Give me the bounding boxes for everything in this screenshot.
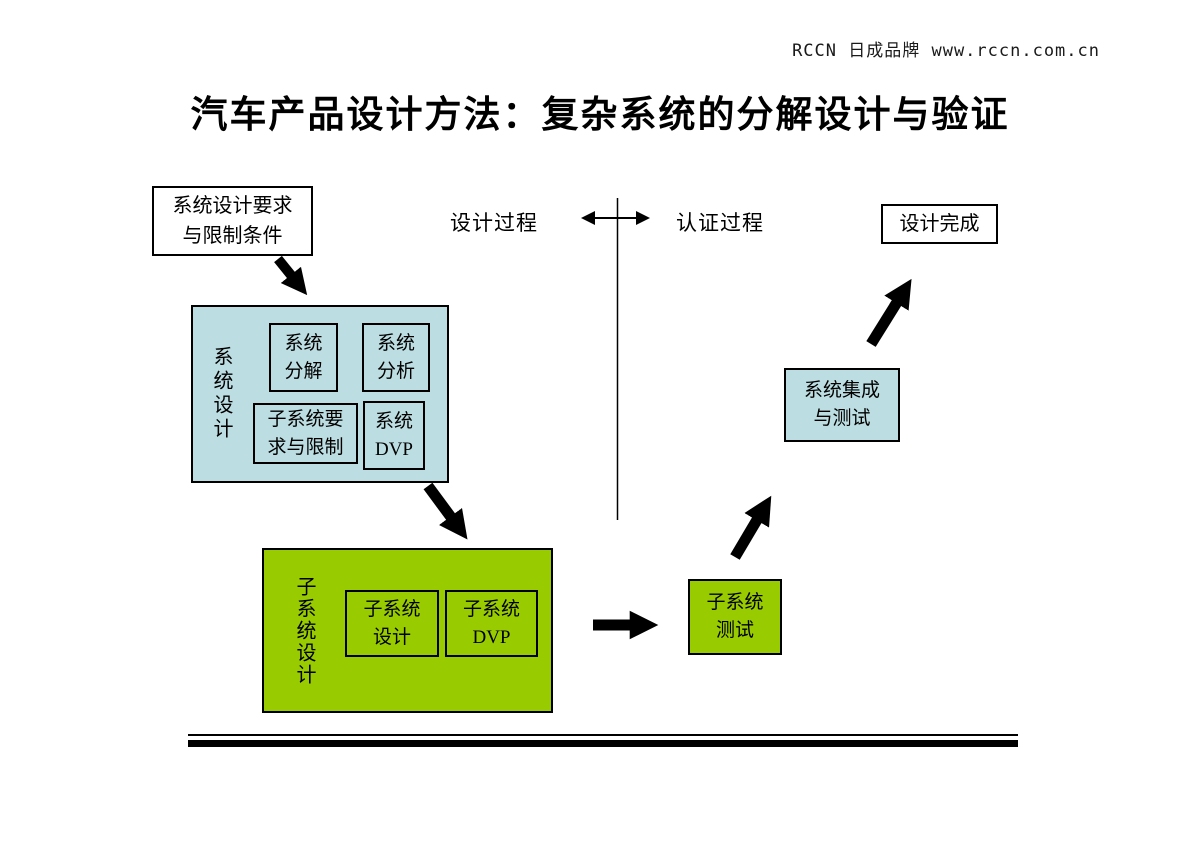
box-system-decomposition: 系统 分解 — [269, 323, 338, 392]
bottom-rule-thick — [188, 740, 1018, 747]
box-subsystem-test-line2: 测试 — [715, 620, 754, 641]
box-design-complete-label: 设计完成 — [899, 213, 980, 235]
box-system-integration-test-line2: 与测试 — [813, 408, 871, 429]
box-design-complete: 设计完成 — [881, 204, 998, 244]
box-system-design-requirements-line1: 系统设计要求 — [172, 195, 293, 217]
bottom-rule-thin — [188, 734, 1018, 736]
box-subsystem-dvp-line2: DVP — [472, 626, 511, 648]
label-design-process: 设计过程 — [450, 211, 538, 235]
arrow-integration-to-design-complete-icon — [866, 278, 912, 347]
box-system-design-requirements-line2: 与限制条件 — [182, 225, 283, 247]
box-subsystem-dvp: 子系统 DVP — [445, 590, 538, 657]
page-title: 汽车产品设计方法：复杂系统的分解设计与验证 — [190, 94, 1010, 135]
label-verification-process: 认证过程 — [676, 211, 764, 235]
arrow-system-design-to-subsystem-design-icon — [423, 482, 468, 540]
arrow-requirements-to-system-design-icon — [274, 255, 308, 296]
box-subsystem-design-inner: 子系统 设计 — [345, 590, 439, 657]
box-system-integration-test: 系统集成 与测试 — [784, 368, 900, 442]
box-subsystem-requirements: 子系统要 求与限制 — [253, 403, 358, 464]
group-subsystem-design: 子系统设计 子系统 设计 子系统 DVP — [262, 548, 553, 713]
group-system-design-side-label: 系统设计 — [210, 346, 232, 442]
box-system-analysis-line1: 系统 — [376, 332, 415, 354]
box-system-analysis: 系统 分析 — [362, 323, 430, 392]
box-system-dvp-line2: DVP — [374, 438, 413, 460]
box-subsystem-design-inner-line2: 设计 — [372, 626, 411, 648]
group-subsystem-design-side-label: 子系统设计 — [293, 575, 315, 686]
box-system-decomposition-line1: 系统 — [284, 332, 323, 354]
box-subsystem-requirements-line1: 子系统要 — [267, 408, 344, 430]
box-system-design-requirements: 系统设计要求 与限制条件 — [152, 186, 313, 256]
box-subsystem-requirements-line2: 求与限制 — [267, 436, 344, 458]
watermark-text: RCCN 日成品牌 www.rccn.com.cn — [792, 41, 1100, 61]
arrow-subsystem-test-to-integration-icon — [730, 495, 772, 560]
box-subsystem-design-inner-line1: 子系统 — [363, 598, 421, 620]
box-system-integration-test-line1: 系统集成 — [803, 379, 880, 401]
box-subsystem-test: 子系统 测试 — [688, 579, 782, 655]
box-system-dvp: 系统 DVP — [363, 401, 425, 470]
box-system-analysis-line2: 分析 — [376, 360, 415, 382]
box-subsystem-dvp-line1: 子系统 — [462, 598, 520, 620]
box-system-decomposition-line2: 分解 — [284, 360, 323, 382]
box-subsystem-test-line1: 子系统 — [706, 591, 764, 613]
box-system-dvp-line1: 系统 — [374, 410, 413, 432]
group-system-design: 系统设计 系统 分解 系统 分析 子系统要 求与限制 系统 DVP — [191, 305, 449, 483]
